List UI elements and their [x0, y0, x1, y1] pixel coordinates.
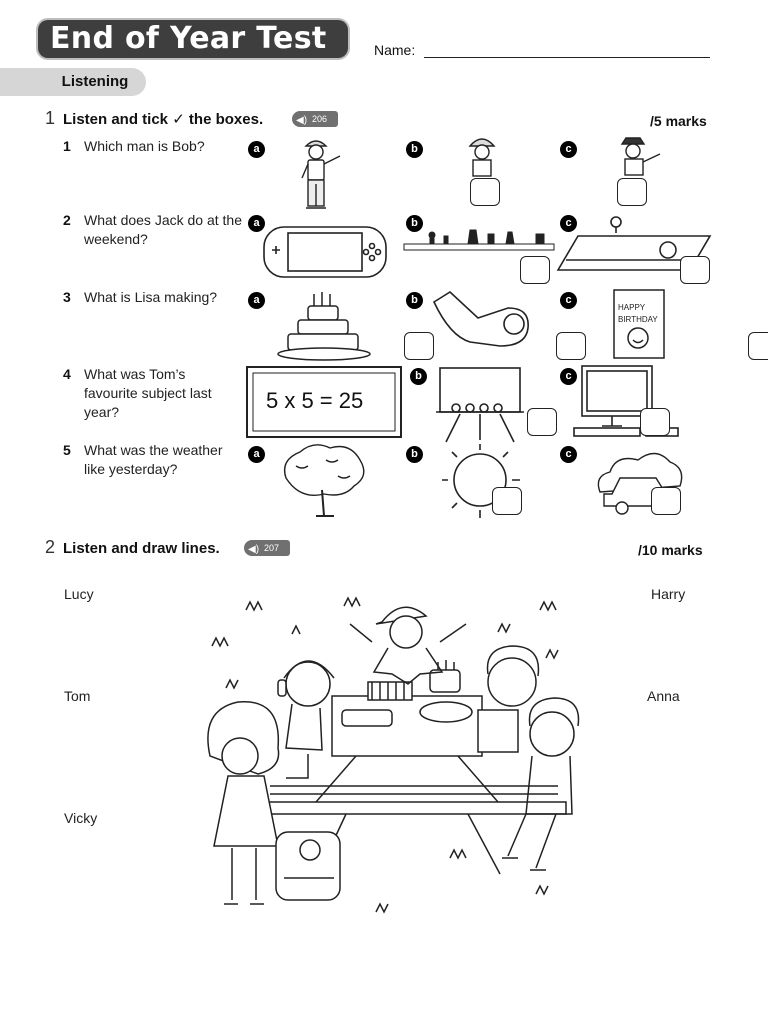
tick-box-q2b[interactable] — [520, 256, 550, 284]
question-number: 2 — [63, 212, 71, 228]
name-harry[interactable]: Harry — [651, 586, 686, 602]
option-b-badge: b — [406, 292, 423, 309]
speaker-icon: ◀) — [248, 544, 260, 555]
computer-illustration — [573, 365, 679, 437]
tick-box-q3a[interactable] — [404, 332, 434, 360]
option-c-badge: c — [560, 141, 577, 158]
maths-board-illustration: 5 x 5 = 25 — [246, 366, 402, 438]
man-worker-illustration — [301, 140, 341, 209]
test-title: End of Year Test — [38, 20, 348, 58]
option-b-badge: b — [406, 215, 423, 232]
question-number: 1 — [63, 138, 71, 154]
exercise1-instruction: Listen and tick ✓ the boxes. — [63, 111, 264, 128]
exercise2-instruction: Listen and draw lines. — [63, 540, 220, 557]
windy-tree-illustration — [283, 444, 365, 517]
name-vicky[interactable]: Vicky — [64, 810, 98, 826]
option-c-badge: c — [560, 215, 577, 232]
art-easel-illustration — [436, 367, 524, 443]
question-number: 5 — [63, 442, 71, 458]
name-write-line[interactable] — [424, 57, 710, 58]
name-label: Name: — [374, 42, 416, 58]
tick-box-q3c[interactable] — [748, 332, 768, 360]
section-listening: Listening — [0, 68, 146, 96]
audio-track-206[interactable]: ◀) 206 — [292, 111, 338, 127]
option-a-badge: a — [248, 215, 265, 232]
picnic-scene-illustration — [207, 596, 580, 914]
option-a-badge: a — [248, 141, 265, 158]
tick-box-q1b[interactable] — [470, 178, 500, 206]
card-text-birthday: BIRTHDAY — [618, 315, 658, 324]
name-lucy[interactable]: Lucy — [64, 586, 94, 602]
question-text: What is Lisa making? — [84, 289, 218, 305]
speaker-icon: ◀) — [296, 115, 308, 126]
game-console-illustration — [263, 226, 387, 278]
option-a-badge: a — [248, 446, 265, 463]
tick-box-q4c[interactable] — [640, 408, 670, 436]
name-anna[interactable]: Anna — [647, 688, 680, 704]
tick-box-q3b[interactable] — [556, 332, 586, 360]
option-b-badge: b — [410, 368, 427, 385]
tick-box-q4b[interactable] — [527, 408, 557, 436]
board-sum-text: 5 x 5 = 25 — [266, 388, 363, 413]
tick-box-q5b[interactable] — [492, 487, 522, 515]
tick-box-q1c[interactable] — [617, 178, 647, 206]
card-text-happy: HAPPY — [618, 303, 646, 312]
audio-track-207[interactable]: ◀) 207 — [244, 540, 290, 556]
table-tennis-illustration — [556, 216, 712, 271]
man-policeman-illustration — [620, 137, 661, 176]
exercise1-marks: /5 marks — [650, 113, 707, 129]
question-number: 4 — [63, 366, 71, 382]
name-tom[interactable]: Tom — [64, 688, 91, 704]
option-c-badge: c — [560, 368, 577, 385]
option-a-badge: a — [248, 292, 265, 309]
exercise2-marks: /10 marks — [638, 542, 703, 558]
question-text: What does Jack do at the weekend? — [84, 212, 242, 247]
option-c-badge: c — [560, 446, 577, 463]
tick-box-q2c[interactable] — [680, 256, 710, 284]
option-c-badge: c — [560, 292, 577, 309]
exercise2-number: 2 — [45, 537, 56, 557]
birthday-cake-illustration — [277, 292, 371, 361]
birthday-card-illustration: HAPPY BIRTHDAY — [613, 289, 665, 359]
option-b-badge: b — [406, 141, 423, 158]
question-text: What was the weather like yesterday? — [84, 442, 223, 477]
question-number: 3 — [63, 289, 71, 305]
chess-pieces-illustration — [403, 229, 555, 251]
man-chef-illustration — [468, 138, 496, 177]
question-text: What was Tom’s favourite subject last ye… — [84, 366, 212, 420]
audio-track-number: 207 — [264, 543, 280, 553]
exercise1-number: 1 — [45, 108, 56, 128]
question-text: Which man is Bob? — [84, 138, 205, 154]
sock-illustration — [432, 290, 529, 347]
tick-box-q5c[interactable] — [651, 487, 681, 515]
option-b-badge: b — [406, 446, 423, 463]
audio-track-number: 206 — [312, 114, 328, 124]
